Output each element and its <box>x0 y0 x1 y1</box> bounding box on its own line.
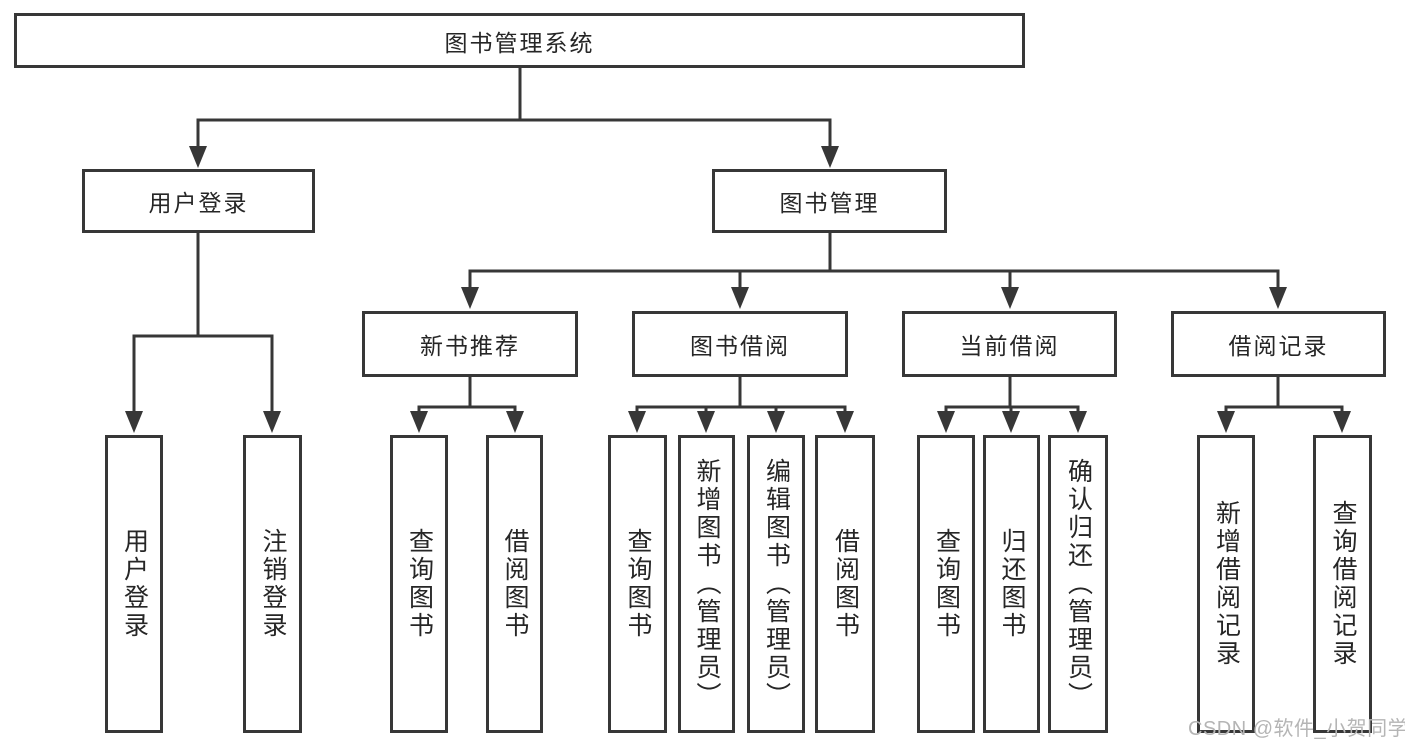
node-label: 编辑图书（管理员） <box>762 458 791 710</box>
node-add-books-admin: 新增图书（管理员） <box>678 435 735 733</box>
node-book-management: 图书管理 <box>712 169 947 233</box>
node-user-login: 用户登录 <box>82 169 315 233</box>
node-query-books-borrowing: 查询图书 <box>608 435 667 733</box>
node-current-borrowing: 当前借阅 <box>902 311 1117 377</box>
node-return-books: 归还图书 <box>983 435 1040 733</box>
node-confirm-return-admin: 确认归还（管理员） <box>1048 435 1108 733</box>
node-label: 新增图书（管理员） <box>693 458 721 710</box>
node-label: 查询图书 <box>932 528 961 640</box>
node-query-books-recommend: 查询图书 <box>390 435 448 733</box>
node-label: 查询借阅记录 <box>1329 500 1357 668</box>
node-label: 新增借阅记录 <box>1212 500 1241 668</box>
node-add-borrow-record: 新增借阅记录 <box>1197 435 1255 733</box>
node-label: 用户登录 <box>120 528 149 640</box>
node-label: 借阅图书 <box>831 528 860 640</box>
node-borrow-books-recommend: 借阅图书 <box>486 435 543 733</box>
node-borrow-books-borrowing: 借阅图书 <box>815 435 875 733</box>
node-book-management-system: 图书管理系统 <box>14 13 1025 68</box>
node-borrowing-records: 借阅记录 <box>1171 311 1386 377</box>
node-edit-books-admin: 编辑图书（管理员） <box>747 435 805 733</box>
csdn-watermark: CSDN @软件_小贺同学 <box>1188 718 1405 740</box>
node-label: 查询图书 <box>624 528 652 640</box>
arrowheads <box>125 146 1351 433</box>
node-user-login-leaf: 用户登录 <box>105 435 163 733</box>
node-new-book-recommend: 新书推荐 <box>362 311 578 377</box>
node-book-borrowing: 图书借阅 <box>632 311 848 377</box>
node-logout: 注销登录 <box>243 435 302 733</box>
node-query-borrow-record: 查询借阅记录 <box>1313 435 1372 733</box>
node-label: 查询图书 <box>405 528 434 640</box>
node-label: 确认归还（管理员） <box>1064 458 1093 710</box>
node-label: 借阅图书 <box>501 528 529 640</box>
node-label: 注销登录 <box>259 528 287 640</box>
node-label: 归还图书 <box>998 528 1026 640</box>
node-query-books-current: 查询图书 <box>917 435 975 733</box>
